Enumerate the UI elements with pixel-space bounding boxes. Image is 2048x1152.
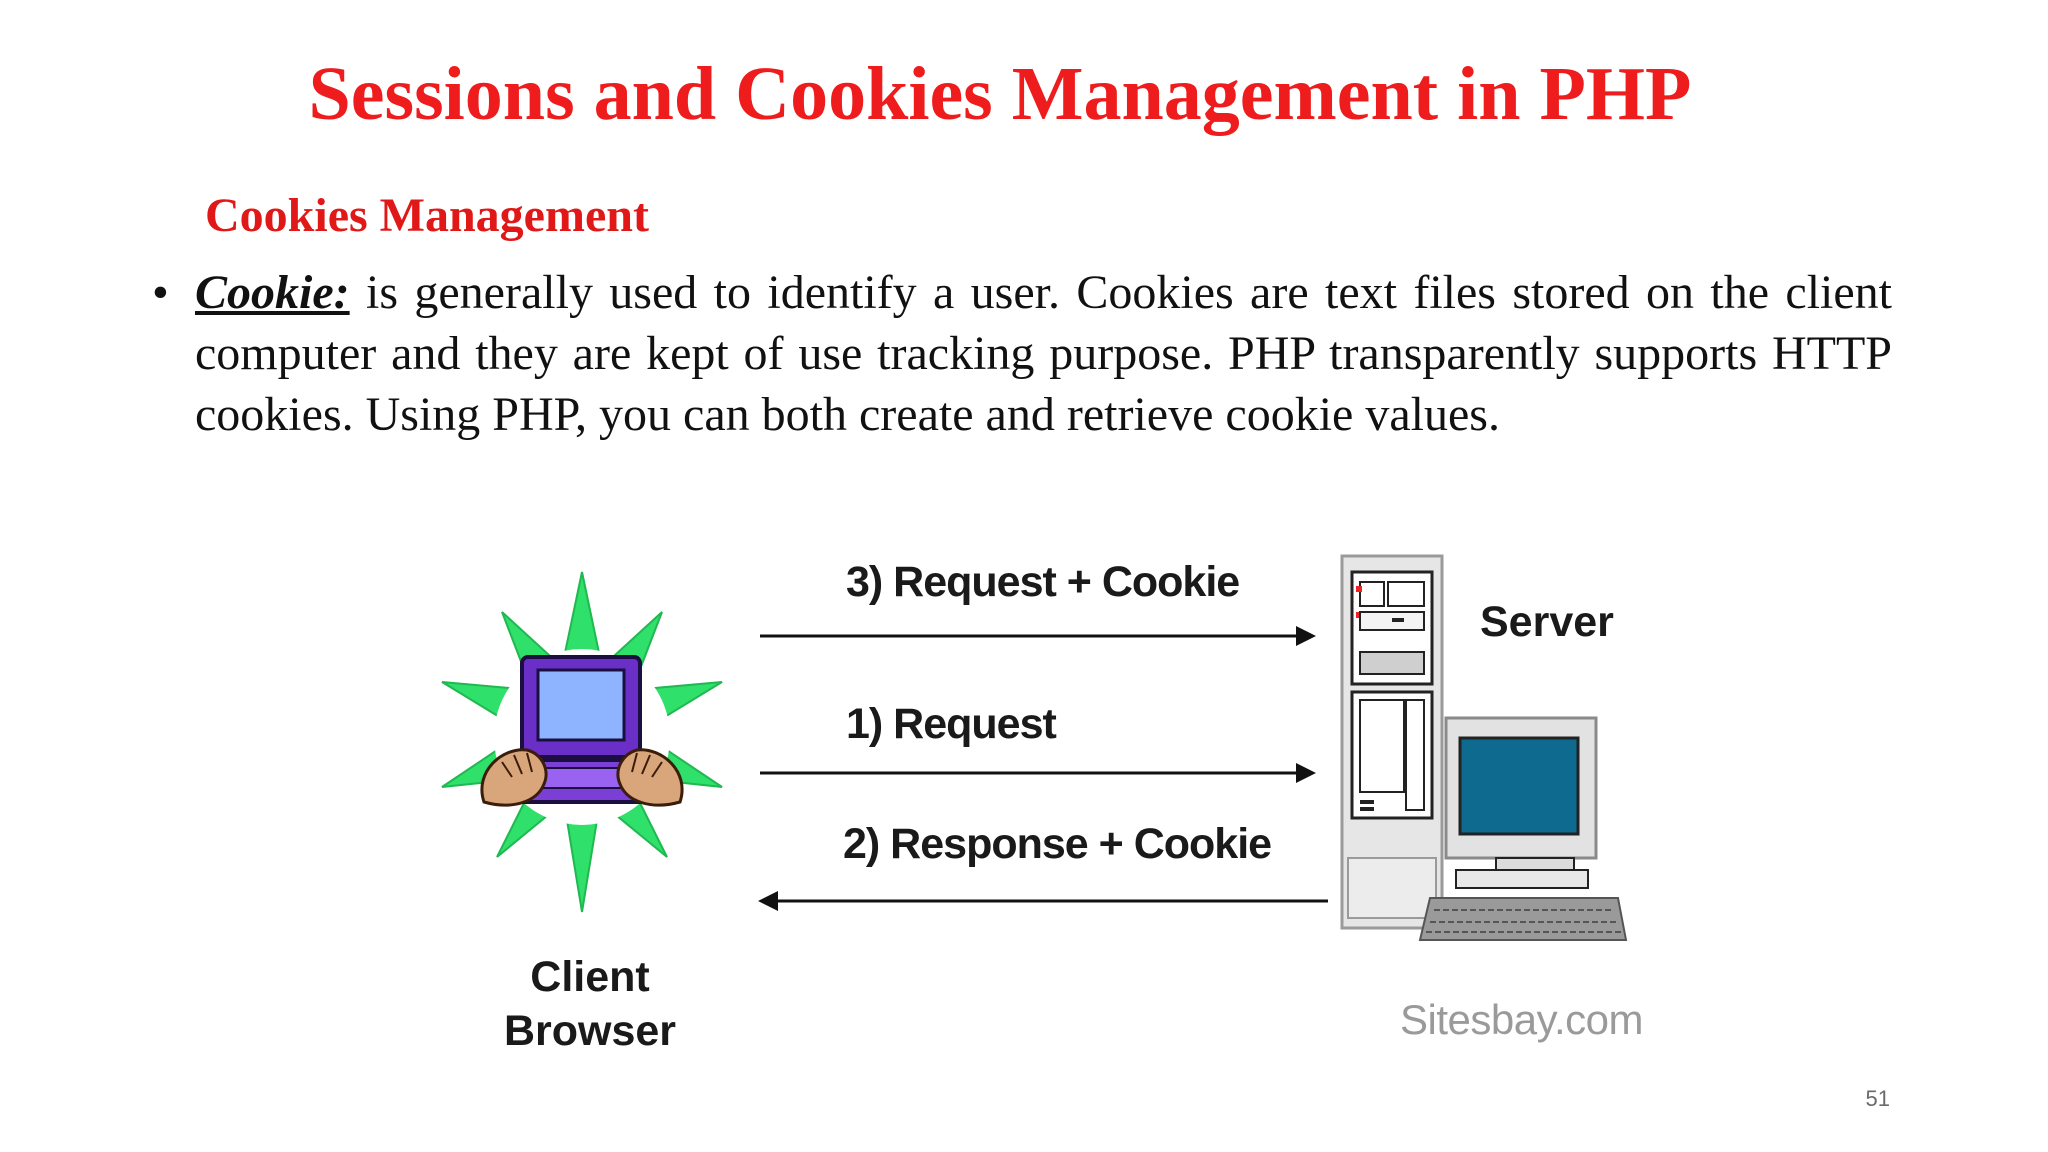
arrow-response-cookie	[758, 891, 1328, 911]
client-computer-icon	[441, 571, 723, 913]
arrow-label-request-cookie: 3) Request + Cookie	[846, 558, 1240, 606]
server-computer-icon	[1340, 554, 1628, 941]
client-label-line1: Client	[530, 953, 650, 1001]
bullet-marker: •	[152, 266, 169, 319]
client-label-line2: Browser	[503, 1007, 677, 1055]
section-subtitle: Cookies Management	[205, 189, 649, 242]
server-label: Server	[1480, 598, 1614, 646]
arrow-label-response-cookie: 2) Response + Cookie	[843, 820, 1272, 868]
bullet-paragraph: Cookie: is generally used to identify a …	[195, 262, 1892, 445]
client-label: Client Browser	[500, 950, 680, 1058]
sitesbay-watermark: Sitesbay.com	[1400, 996, 1644, 1043]
arrow-request	[760, 763, 1316, 783]
page-number: 51	[1865, 1086, 1890, 1111]
cookie-term: Cookie:	[195, 266, 350, 319]
arrow-label-request: 1) Request	[846, 700, 1057, 748]
arrow-request-cookie	[760, 626, 1316, 646]
cookie-description: is generally used to identify a user. Co…	[195, 266, 1892, 441]
slide-title: Sessions and Cookies Management in PHP	[308, 52, 1692, 136]
